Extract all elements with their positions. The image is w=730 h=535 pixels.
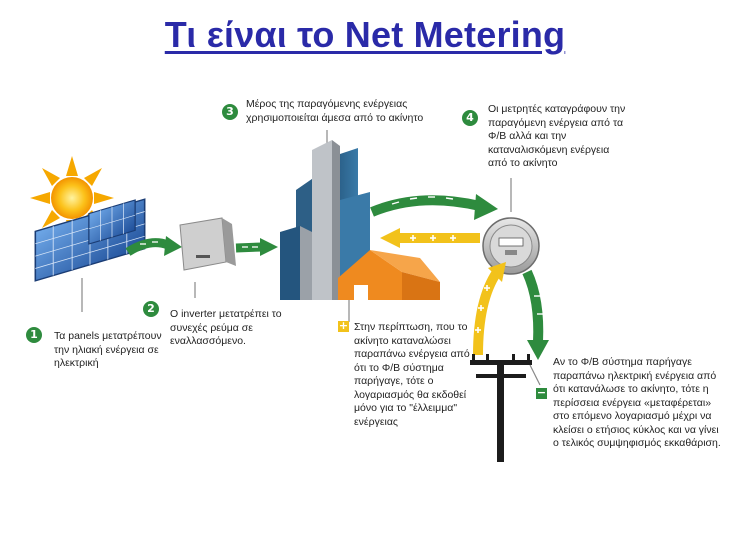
- step-2-badge: 2: [143, 301, 159, 317]
- step-3-badge: 3: [222, 104, 238, 120]
- step-4-text: Οι μετρητές καταγράφουν την παραγόμενη ε…: [488, 103, 626, 169]
- arrow-meter-to-pole: [522, 269, 549, 360]
- deficit-note-marker: +: [338, 319, 349, 332]
- step-3-text: Μέρος της παραγόμενης ενέργειας χρησιμοπ…: [246, 98, 424, 124]
- arrow-inverter-to-building: [235, 238, 278, 256]
- arrow-meter-to-building: [380, 228, 480, 248]
- arrow-building-to-meter: [370, 194, 498, 220]
- electric-meter-icon: [482, 178, 540, 275]
- inverter-icon: [179, 217, 236, 298]
- step-1-text: Τα panels μετατρέπουν την ηλιακή ενέργει…: [54, 330, 162, 369]
- deficit-note-text: Στην περίπτωση, που το ακίνητο καταναλώσ…: [354, 321, 470, 428]
- solar-panel-icon: [34, 198, 146, 312]
- step-4-badge: 4: [462, 110, 478, 126]
- arrow-panels-to-inverter: [125, 236, 182, 256]
- house-icon: [338, 250, 440, 300]
- page-title: Τι είναι το Net Metering: [164, 14, 566, 55]
- surplus-note-text: Αν το Φ/Β σύστημα παρήγαγε παραπάνω ηλεκ…: [553, 356, 721, 449]
- step-1-badge: 1: [26, 327, 42, 343]
- arrow-pole-to-meter: [473, 262, 506, 356]
- utility-pole-icon: [470, 354, 532, 462]
- step-2-text: Ο inverter μετατρέπει το συνεχές ρεύμα σ…: [170, 308, 282, 347]
- surplus-note-marker: −: [536, 386, 547, 399]
